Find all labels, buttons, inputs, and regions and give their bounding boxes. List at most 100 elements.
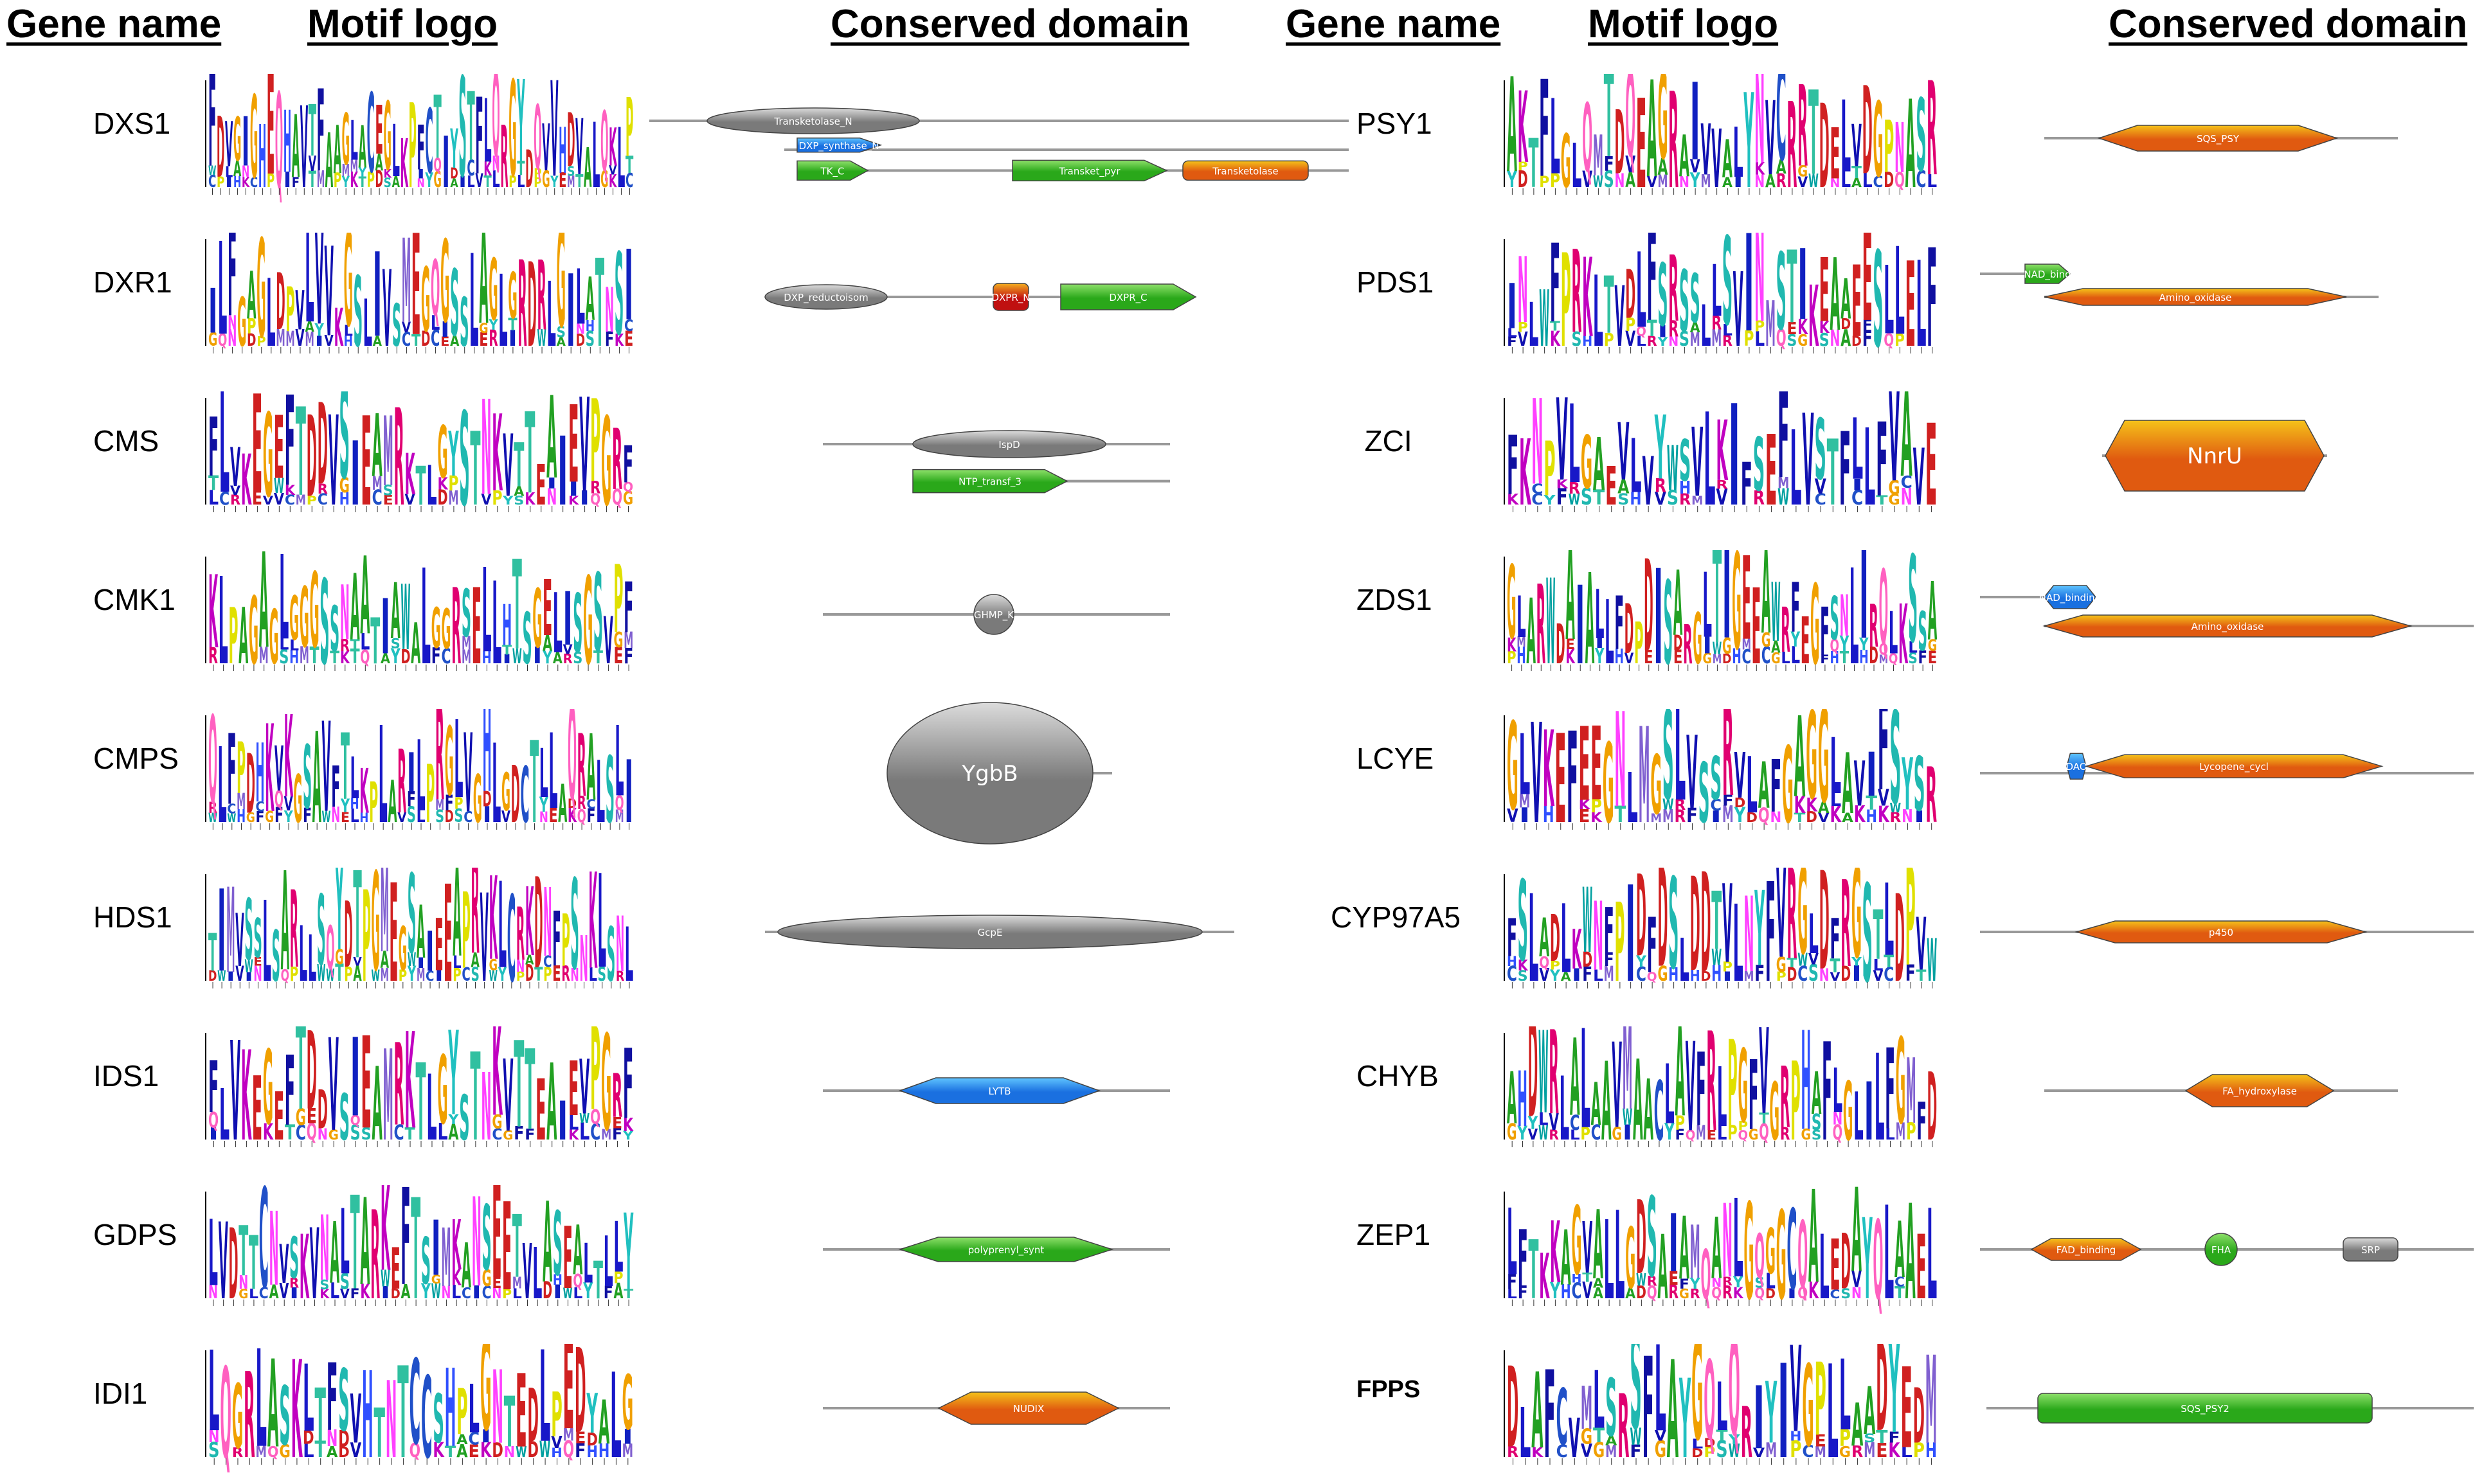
logo-letter: I	[624, 233, 633, 343]
logo-letter: S	[435, 807, 444, 827]
logo-letter: L	[1593, 1355, 1605, 1447]
logo-letter: Q	[220, 1344, 231, 1472]
logo-letter: A	[1864, 1373, 1875, 1449]
logo-letter: M	[1879, 652, 1888, 666]
domain-diagram-svg: SQS_PSY2	[1986, 1393, 2474, 1424]
logo-letter: N	[1744, 875, 1754, 996]
logo-letter: A	[450, 332, 459, 349]
logo-letter: K	[568, 494, 579, 508]
logo-letter: K	[623, 1114, 634, 1136]
logo-letter: H	[237, 806, 246, 827]
logo-letter: T	[285, 1120, 295, 1145]
logo-letter: P	[1790, 1039, 1801, 1155]
logo-letter: D	[391, 1286, 401, 1301]
logo-letter: M	[383, 1026, 393, 1155]
logo-letter: E	[612, 1114, 622, 1132]
logo-letter: F	[1778, 391, 1789, 505]
logo-letter: Y	[358, 165, 366, 180]
logo-letter: N	[472, 1185, 482, 1314]
logo-letter: S	[208, 1438, 219, 1462]
logo-letter: S	[598, 963, 606, 985]
logo-letter: Q	[433, 154, 441, 175]
logo-letter: M	[1742, 636, 1751, 653]
logo-letter: C	[296, 1121, 306, 1145]
logo-letter: K	[1507, 634, 1516, 656]
logo-letter: M	[402, 233, 411, 350]
logo-letter: K	[1539, 1241, 1550, 1313]
logo-letter: T	[512, 1197, 522, 1297]
logo-letter: T	[1711, 875, 1722, 968]
logo-letter: C	[1531, 491, 1543, 508]
logo-letter: G	[433, 166, 441, 192]
logo-letter: A	[281, 868, 289, 996]
domain-shape-tk-c	[797, 160, 869, 181]
logo-letter: Q	[1754, 1221, 1765, 1292]
logo-letter: V	[503, 416, 513, 516]
logo-letter: K	[480, 1438, 492, 1462]
logo-letter: V	[1539, 965, 1549, 985]
logo-letter: Q	[568, 709, 577, 830]
logo-letter: N	[1754, 233, 1765, 352]
logo-letter: F	[1675, 1127, 1685, 1143]
logo-letter: P	[534, 166, 541, 181]
logo-letter: F	[1544, 1346, 1555, 1472]
logo-letter: P	[334, 169, 341, 192]
logo-letter: H	[1866, 807, 1877, 827]
domain-diagram-svg: FA_hydroxylase	[2044, 1074, 2398, 1107]
logo-letter: I	[508, 326, 517, 351]
logo-letter: H	[1790, 1429, 1801, 1444]
logo-letter: K	[492, 393, 503, 516]
logo-letter: V	[1612, 1026, 1622, 1155]
logo-letter: N	[481, 391, 491, 520]
logo-letter: P	[1550, 170, 1560, 192]
logo-letter: D	[338, 1444, 349, 1461]
logo-letter: D	[1913, 1372, 1925, 1460]
logo-letter: Y	[1679, 1356, 1691, 1472]
logo-letter: D	[525, 140, 533, 200]
domain-shape-srp	[2343, 1237, 2398, 1262]
logo-letter: Q	[1711, 1284, 1722, 1302]
logo-letter: M	[383, 396, 393, 508]
logo-letter: L	[1733, 114, 1743, 193]
logo-letter: W	[1623, 1104, 1633, 1130]
logo-letter: G	[1771, 650, 1780, 666]
logo-letter: E	[1668, 1267, 1679, 1289]
logo-letter: R	[1549, 1026, 1559, 1141]
logo-letter: G	[1603, 720, 1614, 837]
logo-letter: E	[341, 810, 350, 826]
logo-letter: I	[1778, 1344, 1789, 1472]
logo-letter: R	[616, 969, 624, 984]
logo-letter: Y	[1654, 398, 1666, 500]
logo-letter: Q	[612, 485, 622, 510]
domain-shape-nad-bind	[2024, 264, 2071, 284]
logo-letter: A	[372, 396, 382, 497]
logo-letter: A	[353, 961, 361, 986]
logo-letter: C	[1776, 74, 1787, 192]
logo-letter: K	[1507, 491, 1519, 508]
logo-letter: S	[1667, 486, 1679, 509]
logo-letter: R	[1780, 1049, 1790, 1147]
domain-shape-nudix	[937, 1391, 1120, 1425]
domain-shape-sqs-psy	[2097, 125, 2339, 152]
logo-letter: P	[1561, 233, 1571, 361]
logo-letter: F	[1862, 317, 1873, 334]
logo-letter: E	[1590, 709, 1602, 824]
logo-letter: P	[237, 728, 246, 810]
logo-letter: E	[613, 643, 623, 668]
logo-letter: F	[624, 568, 633, 649]
logo-letter: S	[339, 391, 350, 508]
logo-letter: L	[467, 172, 474, 191]
logo-letter: G	[265, 808, 274, 825]
logo-letter: V	[405, 492, 415, 508]
logo-letter: K	[525, 868, 534, 978]
logo-letter: Q	[534, 87, 541, 190]
logo-letter: L	[426, 1056, 437, 1155]
logo-letter: G	[208, 329, 217, 350]
logo-letter: H	[256, 726, 265, 821]
logo-letter: T	[341, 714, 350, 820]
logo-letter: R	[537, 240, 546, 352]
logo-letter: V	[551, 1433, 562, 1452]
